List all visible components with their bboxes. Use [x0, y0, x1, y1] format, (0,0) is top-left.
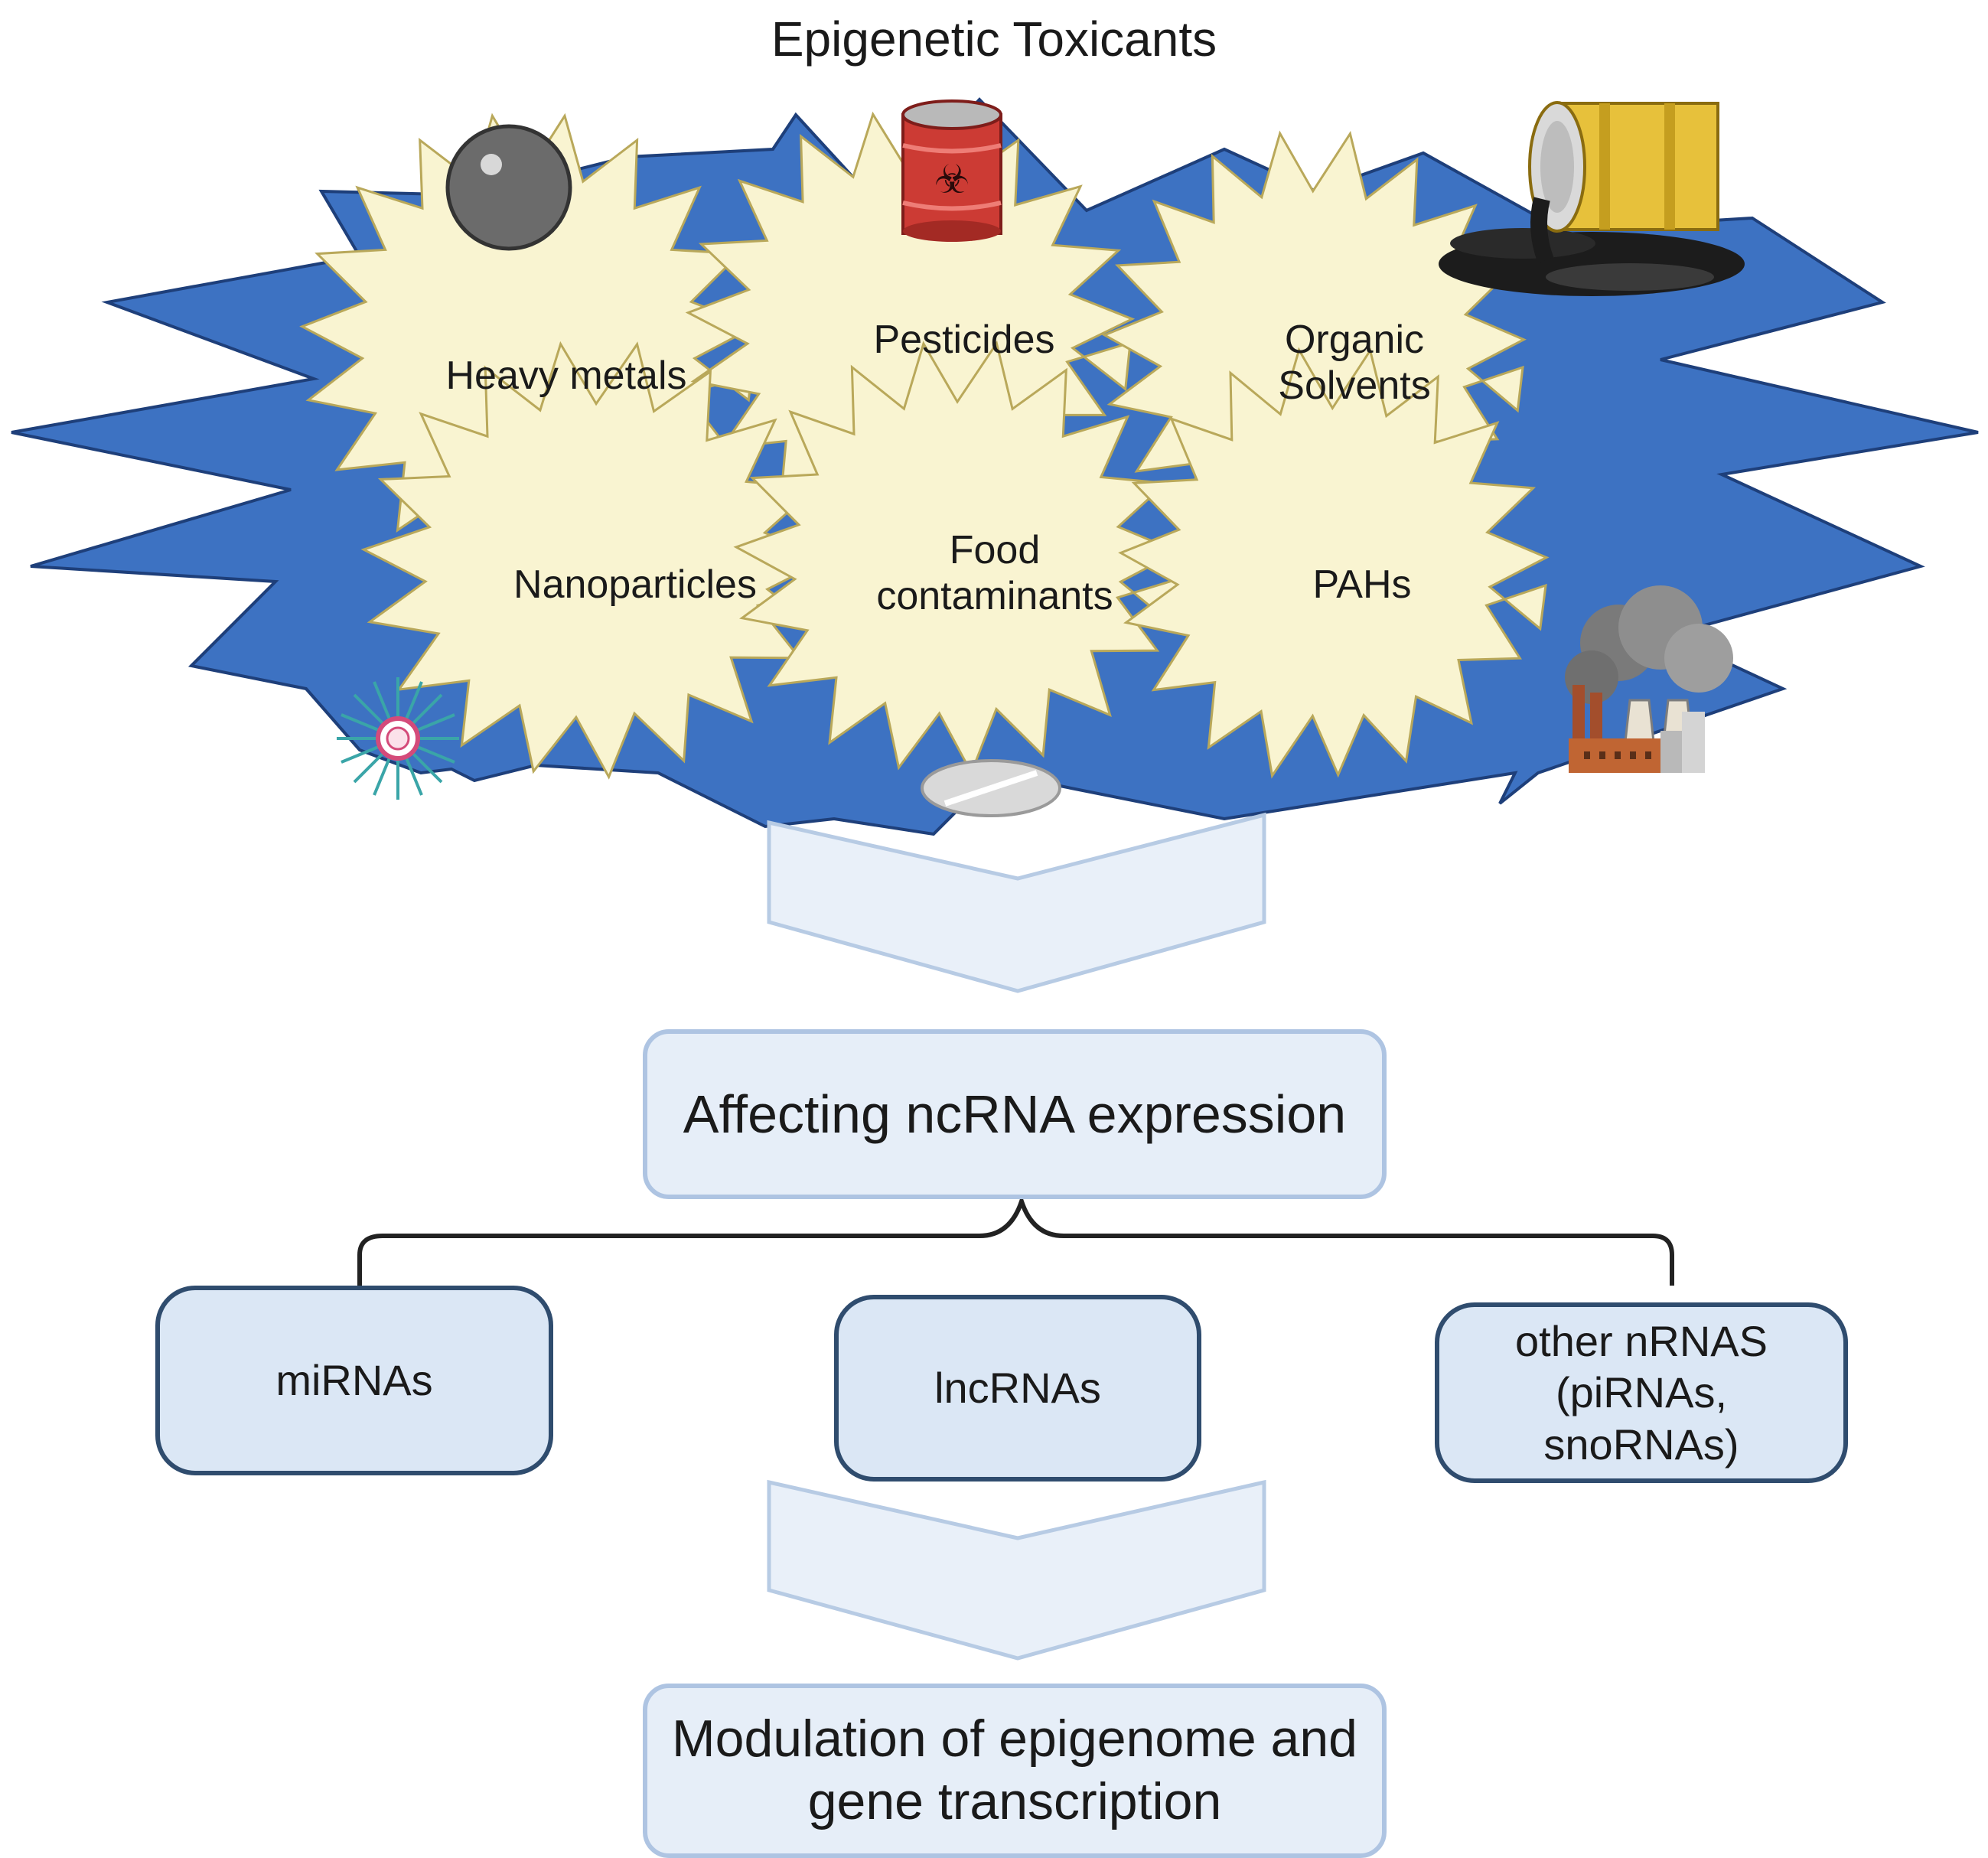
- food-contaminants-label: Food contaminants: [803, 528, 1186, 620]
- svg-text:☣: ☣: [934, 157, 970, 203]
- food-contaminants-line-1: Food: [949, 528, 1041, 572]
- pahs-label: PAHs: [1312, 562, 1412, 607]
- outcome-line-1: Modulation of epigenome and: [672, 1710, 1357, 1768]
- oil-barrel-spill-icon: [1439, 101, 1745, 296]
- arrow-down-1: [767, 812, 1266, 993]
- ncrna-expression-label: Affecting ncRNA expression: [683, 1084, 1347, 1144]
- starburst-nanoparticles: [360, 341, 831, 780]
- ncrna-expression-box: Affecting ncRNA expression: [643, 1029, 1387, 1199]
- arrow-down-2: [767, 1479, 1266, 1661]
- pill-icon: [921, 759, 1061, 817]
- other-ncrnas-box: other nRNAS (piRNAs, snoRNAs): [1435, 1302, 1848, 1483]
- other-ncrnas-line-3: snoRNAs): [1543, 1420, 1739, 1468]
- outcome-line-2: gene transcription: [807, 1772, 1222, 1830]
- page-title: Epigenetic Toxicants: [771, 11, 1217, 67]
- organic-solvents-line-2: Solvents: [1278, 363, 1431, 408]
- starburst-pahs: [1118, 347, 1550, 779]
- lncrnas-box: lncRNAs: [834, 1295, 1201, 1482]
- other-ncrnas-line-1: other nRNAS: [1515, 1317, 1768, 1366]
- starburst-food-contaminants: [733, 341, 1184, 776]
- nanoparticles-label: Nanoparticles: [513, 562, 757, 607]
- heavy-metal-ball-icon: [445, 124, 572, 251]
- lncrnas-label: lncRNAs: [934, 1364, 1101, 1413]
- nanoparticle-icon: [337, 677, 459, 800]
- other-ncrnas-line-2: (piRNAs,: [1555, 1368, 1728, 1417]
- food-contaminants-line-2: contaminants: [876, 573, 1113, 618]
- biohazard-barrel-icon: ☣: [901, 99, 1002, 242]
- factory-icon: [1565, 585, 1733, 773]
- mirnas-box: miRNAs: [155, 1286, 553, 1475]
- heavy-metals-label: Heavy metals: [445, 354, 687, 398]
- organic-solvents-label: Organic Solvents: [1163, 318, 1546, 409]
- branch-connector: [357, 1194, 1674, 1286]
- outcome-box: Modulation of epigenome and gene transcr…: [643, 1684, 1387, 1858]
- organic-solvents-line-1: Organic: [1284, 318, 1425, 362]
- pesticides-label: Pesticides: [873, 318, 1055, 362]
- mirnas-label: miRNAs: [275, 1356, 433, 1405]
